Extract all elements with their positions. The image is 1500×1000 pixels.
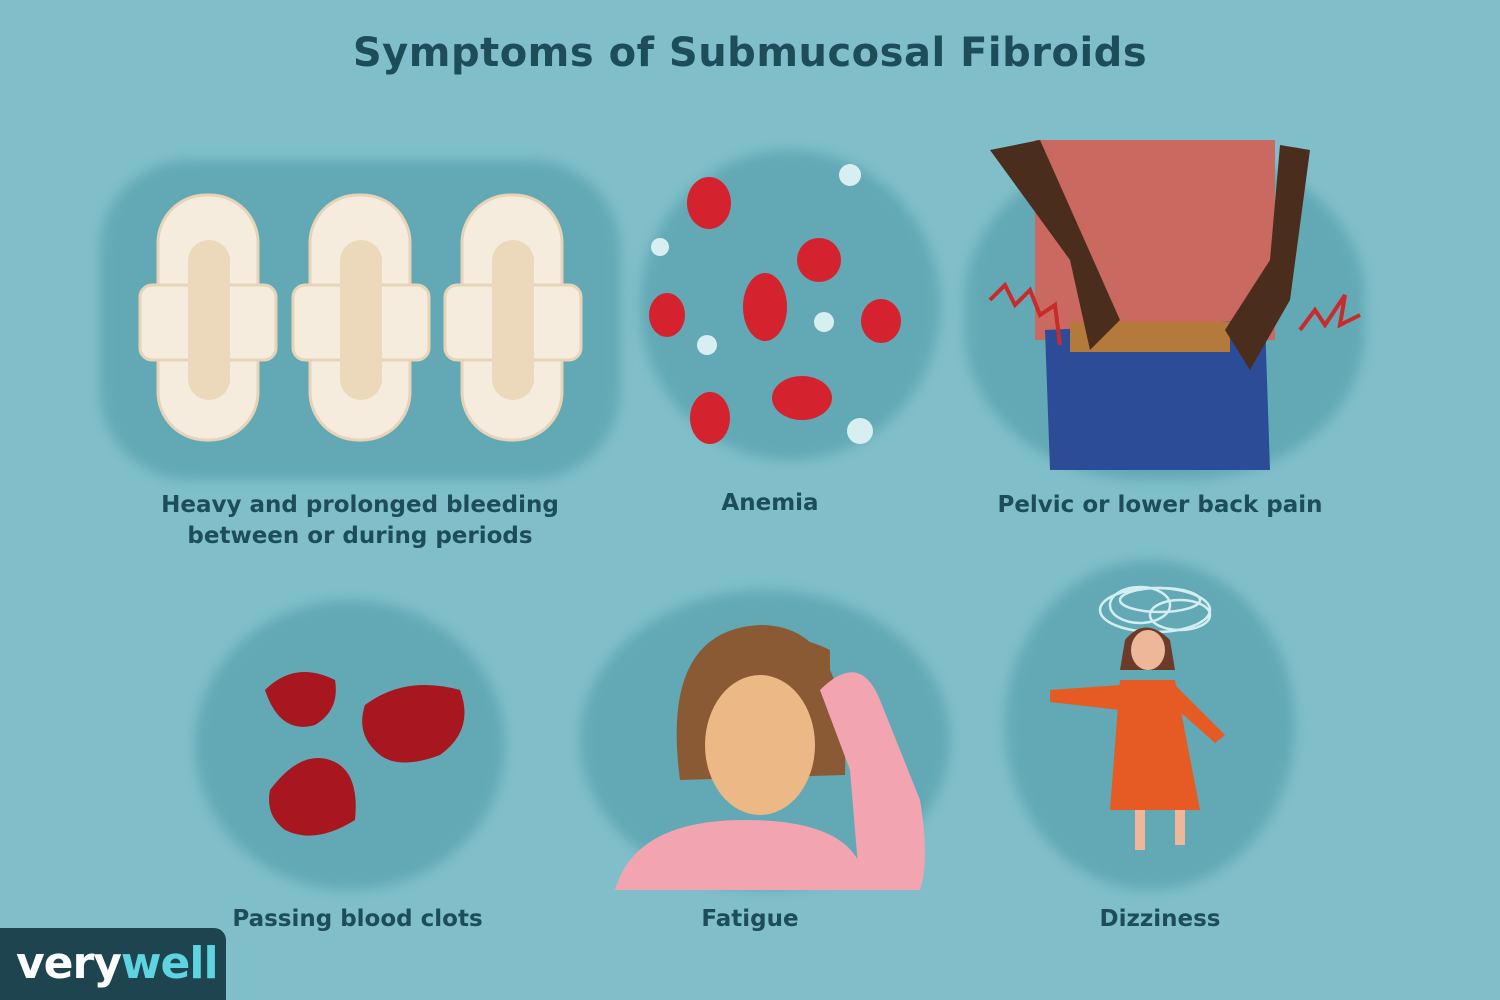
blood-cells-icon [649,164,901,444]
dizzy-person-icon [1050,585,1225,850]
page-title: Symptoms of Submucosal Fibroids [352,30,1148,76]
symptom-pelvic-pain-label: Pelvic or lower back pain [997,492,1323,518]
symptom-dizziness-label: Dizziness [1099,906,1221,932]
symptom-heavy-bleeding-label: Heavy and prolonged bleeding between or … [130,490,590,552]
caption-line: Heavy and prolonged bleeding [161,492,559,518]
tired-person-icon [615,625,925,890]
lower-back-pain-icon [988,140,1361,470]
symptom-blood-clots-label: Passing blood clots [232,906,483,932]
logo-text-very: very [16,938,122,989]
logo-text-well: well [120,938,219,989]
verywell-logo: verywell [0,928,226,1000]
sanitary-pads-icon [138,193,583,442]
caption-line: between or during periods [187,523,533,549]
blood-clots-icon [265,672,465,836]
symptom-anemia-label: Anemia [721,490,819,516]
symptom-fatigue-label: Fatigue [701,906,799,932]
background-blob [195,600,505,890]
